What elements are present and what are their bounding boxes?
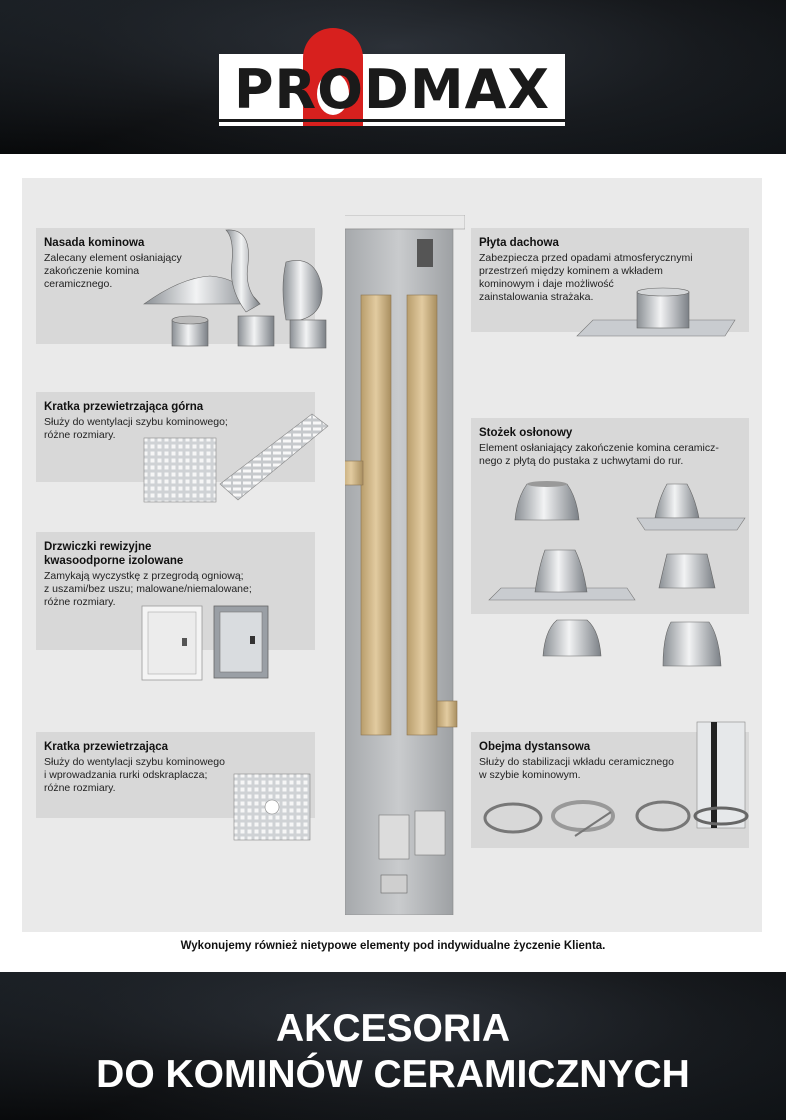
footer-note: Wykonujemy również nietypowe elementy po… [180, 940, 606, 952]
header-band: PRODMAX [0, 0, 786, 154]
vent-grille-with-hole-image [233, 773, 311, 841]
roof-plate-image [576, 287, 736, 337]
section-title: Kratka przewietrzająca [44, 741, 169, 753]
section-description: Służy do wentylacji szybu kominowego; ró… [44, 416, 228, 441]
ceramic-chimney-illustration [345, 215, 465, 915]
section-title: Drzwiczki rewizyjne kwasoodporne izolowa… [44, 541, 184, 567]
section-obejma-dystansowa: Obejma dystansowa Służy do stabilizacji … [471, 721, 749, 848]
section-kratka-gorna: Kratka przewietrzająca górna Służy do we… [36, 392, 329, 503]
section-kratka-przewietrzajaca: Kratka przewietrzająca Służy do wentylac… [36, 732, 315, 841]
spacer-clamps-image [483, 721, 749, 837]
section-plyta-dachowa: Płyta dachowa Zabezpiecza przed opadami … [471, 228, 749, 337]
headline-line-1: AKCESORIA [275, 1007, 511, 1050]
section-title: Obejma dystansowa [479, 741, 591, 753]
footer-band [0, 972, 786, 1120]
section-description: Służy do wentylacji szybu kominowego i w… [44, 756, 225, 794]
section-description: Służy do stabilizacji wkładu ceramiczneg… [479, 756, 674, 781]
prodmax-logo: PRODMAX [219, 28, 565, 126]
section-stozek-oslonowy: Stożek osłonowy Element osłaniający zako… [471, 418, 749, 667]
chimney-cowl-image [143, 229, 327, 349]
section-description: Zamykają wyczystkę z przegrodą ogniową; … [44, 570, 252, 608]
section-title: Płyta dachowa [479, 237, 559, 249]
section-nasada-kominowa: Nasada kominowa Zalecany element osłania… [36, 228, 327, 349]
vent-grille-image [143, 413, 329, 503]
logo-text: PRODMAX [233, 58, 551, 121]
section-title: Kratka przewietrzająca górna [44, 401, 204, 413]
shield-cones-image [488, 481, 746, 667]
inspection-doors-image [141, 605, 269, 681]
section-description: Zabezpiecza przed opadami atmosferycznym… [479, 252, 693, 303]
section-title: Nasada kominowa [44, 237, 145, 249]
section-description: Element osłaniający zakończenie komina c… [479, 442, 719, 467]
logo-arch-icon [303, 28, 363, 126]
headline-line-2: DO KOMINÓW CERAMICZNYCH [96, 1053, 690, 1096]
logo-underline [219, 119, 565, 122]
logo-background [219, 54, 565, 126]
section-description: Zalecany element osłaniający zakończenie… [44, 252, 182, 290]
section-title: Stożek osłonowy [479, 427, 573, 439]
section-drzwiczki-rewizyjne: Drzwiczki rewizyjne kwasoodporne izolowa… [36, 532, 315, 681]
